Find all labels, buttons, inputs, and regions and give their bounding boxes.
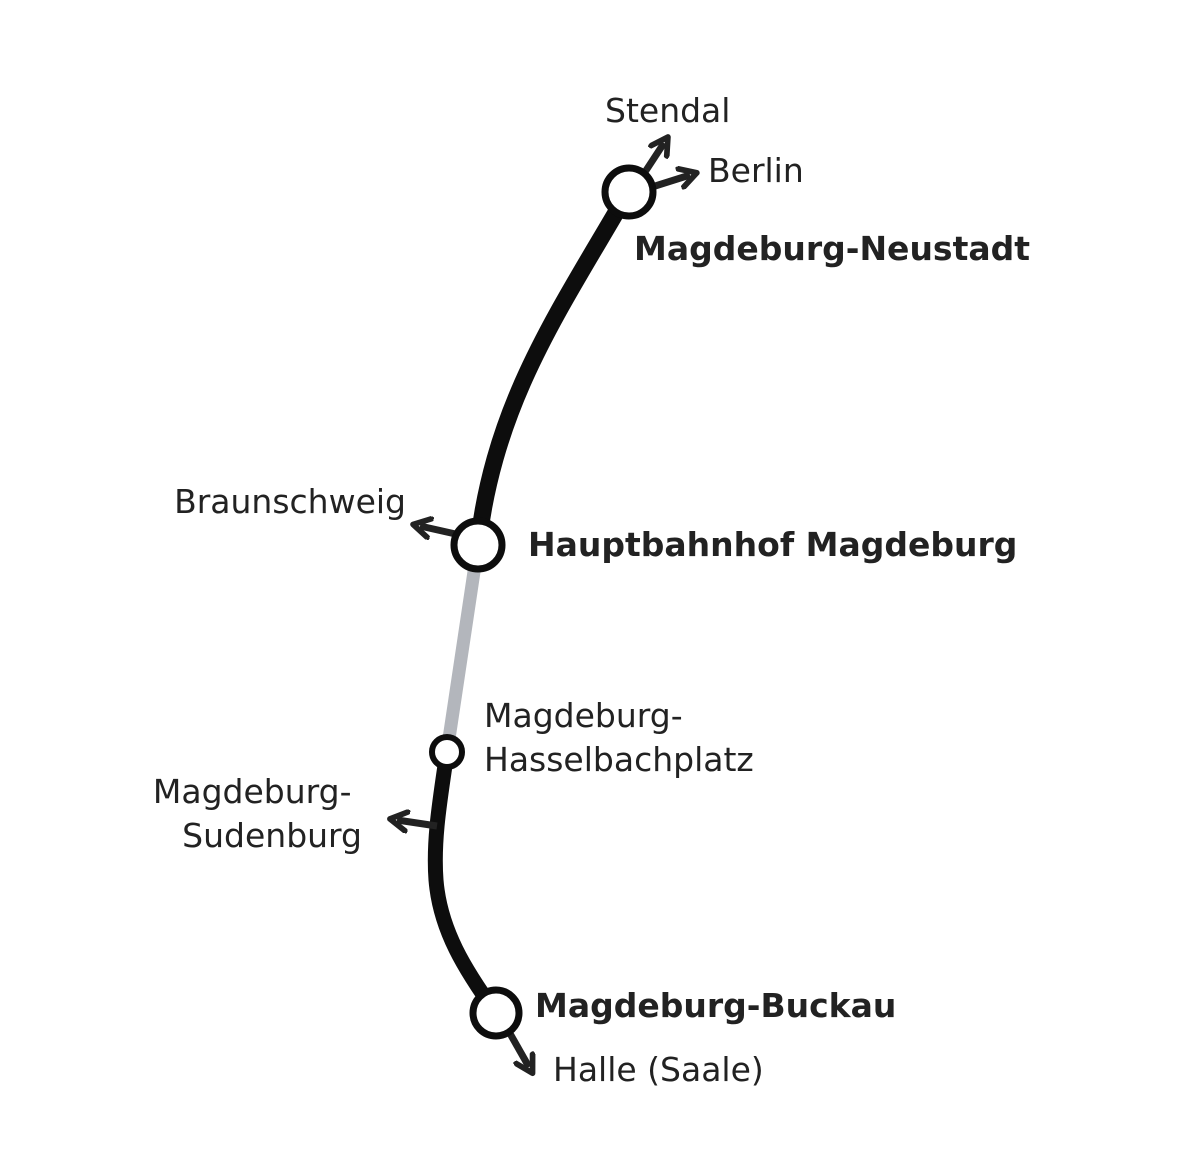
station-label-hasselbachplatz-line1: Magdeburg- bbox=[484, 696, 683, 735]
station-marker-hasselbachplatz bbox=[429, 734, 465, 770]
destination-label-halle: Halle (Saale) bbox=[553, 1050, 764, 1089]
track-segment-neustadt-hauptbahnhof bbox=[469, 183, 637, 554]
destination-label-sudenburg-line2: Sudenburg bbox=[182, 816, 362, 855]
station-label-neustadt: Magdeburg-Neustadt bbox=[634, 229, 1030, 268]
station-label-hasselbachplatz-line2: Hasselbachplatz bbox=[484, 740, 754, 779]
track-segment-hauptbahnhof-hasselbachplatz bbox=[440, 544, 485, 753]
destination-label-sudenburg: Magdeburg- Sudenburg bbox=[153, 772, 362, 855]
station-label-hauptbahnhof: Hauptbahnhof Magdeburg bbox=[528, 525, 1017, 564]
arrow-to-sudenburg bbox=[397, 820, 438, 826]
destination-label-braunschweig: Braunschweig bbox=[174, 482, 406, 521]
destination-label-stendal: Stendal bbox=[605, 91, 730, 130]
station-marker-neustadt bbox=[601, 164, 657, 220]
arrow-to-halle bbox=[504, 1028, 529, 1067]
station-label-buckau: Magdeburg-Buckau bbox=[535, 986, 896, 1025]
station-marker-buckau bbox=[469, 986, 523, 1040]
station-marker-hauptbahnhof bbox=[450, 517, 506, 573]
arrow-to-stendal bbox=[642, 143, 664, 174]
destination-label-berlin: Berlin bbox=[708, 151, 804, 190]
arrow-to-berlin bbox=[650, 175, 690, 191]
station-label-hasselbachplatz: Magdeburg- Hasselbachplatz bbox=[484, 696, 754, 779]
track-segment-hasselbachplatz-buckau bbox=[427, 744, 504, 1021]
destination-label-sudenburg-line1: Magdeburg- bbox=[153, 772, 352, 811]
